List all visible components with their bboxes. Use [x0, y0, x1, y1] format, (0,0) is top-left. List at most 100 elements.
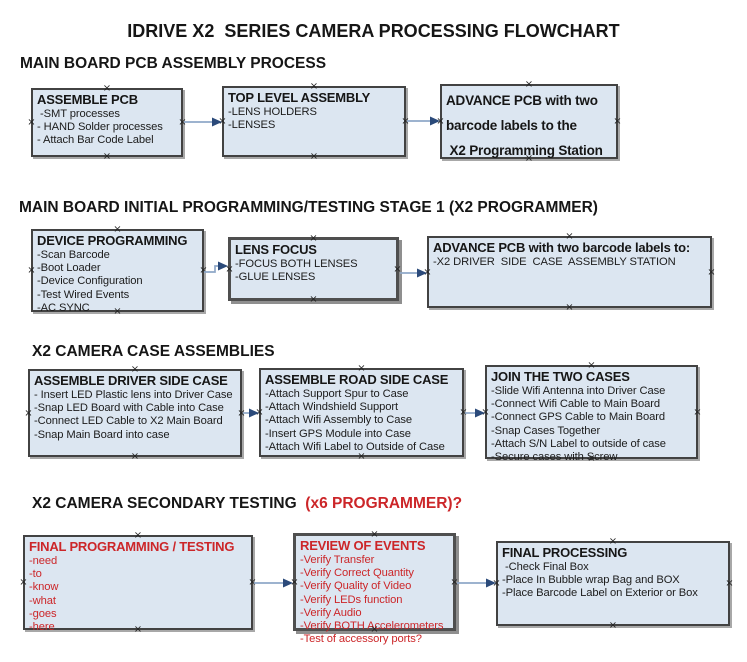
connection-handle-icon: ×: [24, 407, 33, 419]
flow-box-assemble-road-side-case: ASSEMBLE ROAD SIDE CASE -Attach Support …: [255, 364, 467, 462]
box-title: FINAL PROGRAMMING / TESTING: [29, 539, 235, 554]
section-header-pcb-assembly: MAIN BOARD PCB ASSEMBLY PROCESS: [20, 55, 327, 72]
connection-handle-icon: ×: [459, 407, 468, 418]
connection-handle-icon: ×: [707, 266, 716, 278]
flow-box-top-level-assembly: TOP LEVEL ASSEMBLY -LENS HOLDERS-LENSES×…: [218, 82, 409, 162]
connection-handle-icon: ×: [218, 116, 227, 127]
connection-handle-icon: ×: [248, 577, 257, 588]
arrowhead-icon: [249, 408, 259, 418]
box-title: ASSEMBLE ROAD SIDE CASE: [265, 372, 449, 387]
connection-handle-icon: ×: [237, 407, 246, 419]
box-line: -Test of accessory ports?: [300, 633, 422, 646]
connection-handle-icon: ×: [393, 263, 402, 275]
connection-handle-icon: ×: [401, 116, 410, 127]
box-line: -Place Barcode Label on Exterior or Box: [502, 587, 698, 600]
box-line: - Attach Bar Code Label: [37, 134, 154, 147]
box-title: DEVICE PROGRAMMING: [37, 233, 188, 248]
box-line: -what: [29, 594, 56, 607]
flow-arrow: [254, 578, 293, 588]
flow-arrow: [184, 117, 222, 127]
arrowhead-icon: [212, 117, 222, 127]
box-line: -Attach Support Spur to Case: [265, 388, 409, 400]
arrowhead-icon: [283, 578, 293, 588]
flow-box-assemble-driver-side-case: ASSEMBLE DRIVER SIDE CASE - Insert LED P…: [24, 365, 245, 462]
box-line: -Snap LED Board with Cable into Case: [34, 402, 224, 415]
box-title: REVIEW OF EVENTS: [300, 538, 426, 553]
flow-box-review-of-events: REVIEW OF EVENTS -Verify Transfer-Verify…: [290, 530, 459, 646]
connection-handle-icon: ×: [225, 263, 234, 275]
flow-box-final-programming-testing: FINAL PROGRAMMING / TESTING -need-to-kno…: [19, 531, 256, 635]
connection-handle-icon: ×: [290, 576, 299, 588]
box-line: -AC SYNC: [37, 301, 90, 314]
box-line: -Verify Audio: [300, 606, 362, 619]
box-line: -Attach Windshield Support: [265, 401, 398, 414]
box-line: -Boot Loader: [37, 262, 101, 275]
flow-box-assemble-pcb: ASSEMBLE PCB -SMT processes- HAND Solder…: [27, 84, 186, 162]
flow-arrow: [243, 408, 259, 418]
box-line: -Verify Quality of Video: [300, 580, 412, 593]
arrowhead-icon: [430, 116, 440, 126]
page-title: IDRIVE X2 SERIES CAMERA PROCESSING FLOWC…: [127, 21, 620, 41]
connection-handle-icon: ×: [309, 294, 318, 305]
flow-arrow: [204, 261, 228, 273]
box-line: -Verify BOTH Accelerometers: [300, 620, 444, 633]
box-line: -Attach Wifi Assembly to Case: [265, 414, 412, 427]
section-header-initial-programming: MAIN BOARD INITIAL PROGRAMMING/TESTING S…: [19, 199, 598, 216]
connection-handle-icon: ×: [613, 116, 622, 127]
box-line: -Place In Bubble wrap Bag and BOX: [502, 574, 680, 587]
box-line: -Snap Main Board into case: [34, 428, 170, 441]
box-line: -goes: [29, 607, 57, 620]
box-line: -Verify LEDs function: [300, 593, 403, 606]
arrowhead-icon: [218, 261, 228, 271]
box-line: -need: [29, 555, 58, 567]
flow-box-advance-pcb-driver-side: ADVANCE PCB with two barcode labels to: …: [423, 232, 715, 313]
box-line: - Insert LED Plastic lens into Driver Ca…: [34, 389, 233, 401]
flow-box-device-programming: DEVICE PROGRAMMING -Scan Barcode-Boot Lo…: [27, 225, 207, 317]
box-line: -here: [29, 621, 55, 634]
box-line: - HAND Solder processes: [37, 121, 163, 134]
section-header-case-assemblies: X2 CAMERA CASE ASSEMBLIES: [32, 343, 275, 360]
flow-arrow: [457, 578, 496, 588]
box-line: -SMT processes: [37, 108, 120, 120]
connection-handle-icon: ×: [481, 406, 490, 418]
box-line: -Device Configuration: [37, 275, 143, 288]
flow-box-join-the-two-cases: JOIN THE TWO CASES -Slide Wifi Antenna i…: [481, 361, 701, 464]
box-title: ADVANCE PCB with two barcode labels to:: [433, 240, 691, 255]
box-line: -Verify Correct Quantity: [300, 567, 414, 580]
connection-handle-icon: ×: [309, 151, 319, 162]
connection-handle-icon: ×: [255, 407, 264, 418]
connection-handle-icon: ×: [608, 620, 618, 631]
box-title: LENS FOCUS: [235, 242, 317, 257]
box-line: -LENS HOLDERS: [228, 106, 317, 118]
box-line: X2 Programming Station: [446, 143, 603, 158]
arrowhead-icon: [475, 408, 485, 418]
box-line: -Slide Wifi Antenna into Driver Case: [491, 385, 666, 397]
box-line: -LENSES: [228, 119, 276, 132]
box-line: -Connect Wifi Cable to Main Board: [491, 398, 660, 411]
box-line: -FOCUS BOTH LENSES: [235, 258, 358, 270]
connection-handle-icon: ×: [178, 117, 187, 128]
arrowhead-icon: [486, 578, 496, 588]
connection-handle-icon: ×: [102, 151, 112, 162]
connection-handle-icon: ×: [693, 406, 702, 418]
connection-handle-icon: ×: [450, 576, 459, 588]
flow-arrow: [465, 408, 485, 418]
box-line: -to: [29, 568, 42, 581]
section-header-black-part: X2 CAMERA SECONDARY TESTING: [32, 495, 301, 512]
connection-handle-icon: ×: [492, 578, 501, 589]
box-line: -Secure cases with Screw: [491, 451, 618, 464]
flow-box-advance-pcb-programming-station: ADVANCE PCB with two barcode labels to t…: [436, 80, 621, 164]
flow-box-final-processing: FINAL PROCESSING -Check Final Box-Place …: [492, 537, 733, 631]
connection-handle-icon: ×: [130, 451, 140, 462]
connection-handle-icon: ×: [27, 265, 36, 276]
box-line: -Check Final Box: [502, 561, 589, 573]
connection-handle-icon: ×: [19, 577, 28, 588]
box-title: ASSEMBLE DRIVER SIDE CASE: [34, 373, 228, 388]
box-line: -know: [29, 581, 59, 594]
flow-arrow: [400, 268, 427, 278]
box-line: -Scan Barcode: [37, 249, 110, 261]
connection-handle-icon: ×: [436, 116, 445, 127]
arrowhead-icon: [417, 268, 427, 278]
connection-handle-icon: ×: [423, 266, 432, 278]
